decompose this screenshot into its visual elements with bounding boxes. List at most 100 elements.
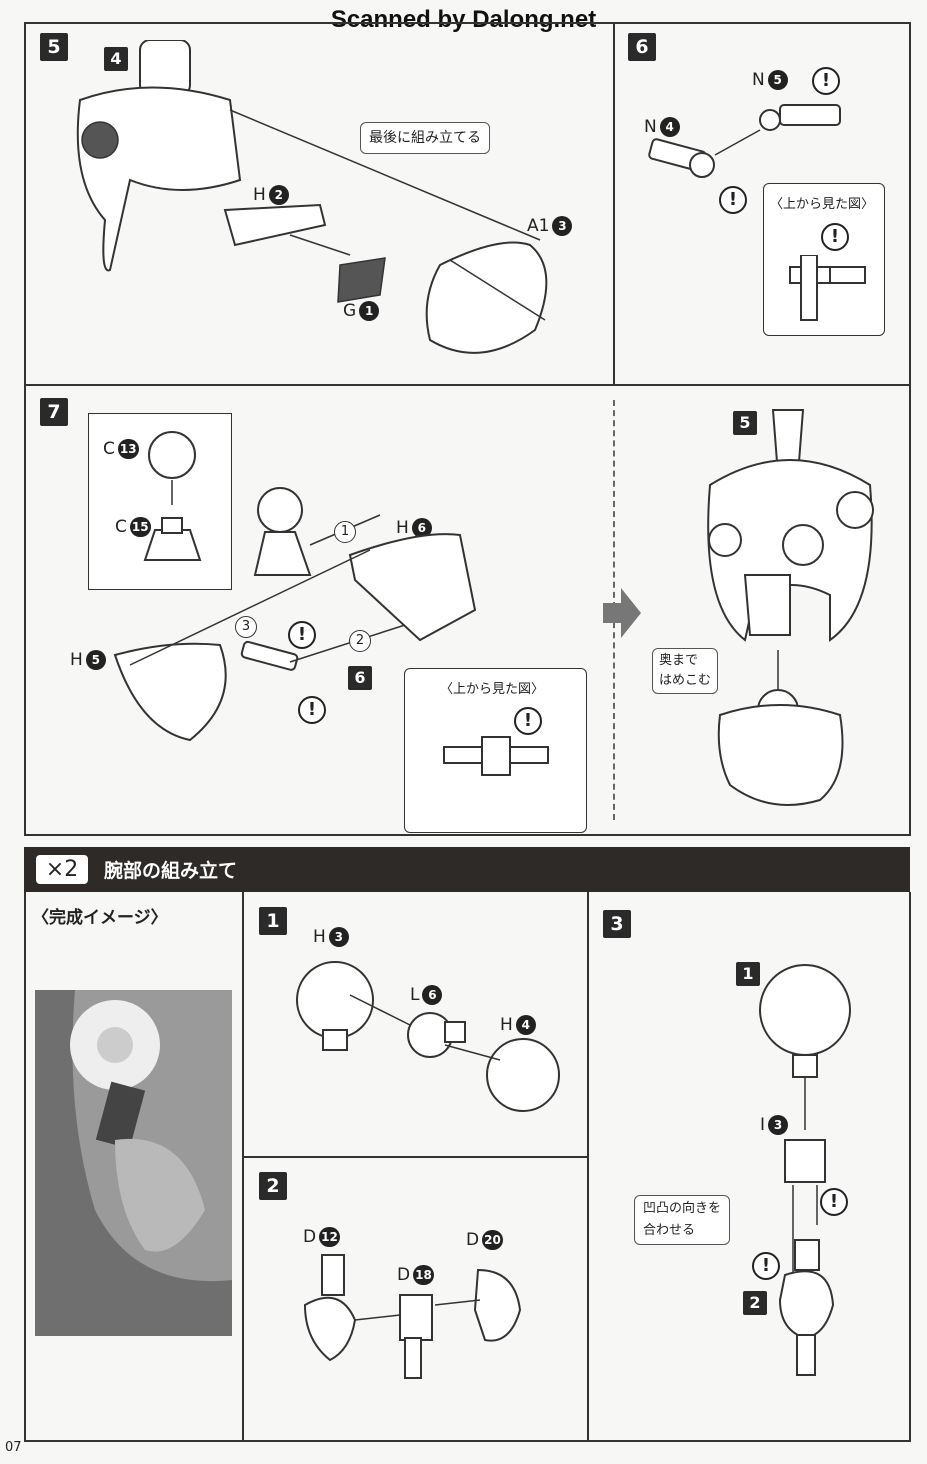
sub-badge-2: 2 (743, 1291, 767, 1315)
divider (613, 22, 615, 386)
warning-icon: ! (820, 1188, 848, 1216)
warning-icon: ! (514, 707, 542, 735)
section-title: 腕部の組み立て (104, 860, 238, 882)
arm-step-1-badge: 1 (259, 907, 287, 935)
step-7-badge: 7 (40, 398, 68, 426)
step-7-diagram (113, 431, 477, 742)
warning-icon: ! (812, 67, 840, 95)
top-view-part (443, 736, 549, 776)
torso-assembly (707, 409, 874, 806)
sub-badge: 4 (104, 47, 128, 71)
warning-icon: ! (288, 621, 316, 649)
part-number: 5 (767, 70, 788, 90)
step-5-badge: 5 (40, 33, 68, 61)
part-letter: H (70, 650, 83, 670)
divider (242, 1156, 589, 1158)
warning-icon: ! (821, 223, 849, 251)
arm-step-2-diagram (303, 1254, 522, 1379)
scan-credit: Scanned by Dalong.net (330, 6, 597, 33)
warning-icon: ! (298, 696, 326, 724)
callout-line: 奥まで (659, 653, 699, 668)
part-letter: A1 (527, 216, 550, 236)
part-letter: H (313, 927, 326, 947)
part-letter: H (396, 518, 409, 538)
callout-push-in: 奥まで はめこむ (652, 648, 719, 694)
arm-step-3-diagram (759, 964, 851, 1376)
warning-icon: ! (752, 1252, 780, 1280)
result-badge: 5 (733, 411, 757, 435)
part-number: 3 (328, 927, 349, 947)
part-letter: C (103, 439, 115, 459)
callout-assemble-last: 最後に組み立てる (360, 122, 490, 154)
multiplier-badge: ×2 (36, 855, 88, 884)
part-letter: D (466, 1230, 480, 1250)
part-number: 4 (659, 117, 680, 137)
part-letter: H (253, 185, 266, 205)
arm-step-2-badge: 2 (259, 1172, 287, 1200)
page-number: 07 (5, 1440, 22, 1455)
section-header: ×2 腕部の組み立て (24, 847, 910, 892)
part-number: 3 (768, 1115, 789, 1135)
middle-row-frame (24, 384, 911, 836)
arm-step-3-badge: 3 (603, 910, 631, 938)
completion-image (35, 990, 232, 1336)
arm-step-1-diagram (296, 961, 560, 1112)
completion-label: 〈完成イメージ〉 (32, 908, 168, 928)
next-arrow (603, 588, 641, 638)
callout-line: はめこむ (659, 673, 712, 688)
part-number: 13 (117, 439, 139, 459)
part-letter: D (397, 1265, 411, 1285)
part-number: 6 (411, 518, 432, 538)
step-6-diagram (648, 104, 841, 178)
part-letter: H (500, 1015, 513, 1035)
part-number: 12 (319, 1227, 340, 1247)
part-letter: G (343, 301, 357, 321)
part-letter: C (115, 517, 127, 537)
part-number: 5 (85, 650, 106, 670)
order-marker-3: 3 (235, 616, 257, 638)
part-number: 4 (515, 1015, 536, 1035)
sub-badge-1: 1 (736, 962, 760, 986)
step-6-badge: 6 (628, 33, 656, 61)
part-letter: I (760, 1115, 766, 1135)
part-number: 3 (552, 216, 573, 236)
top-view-box (763, 183, 885, 336)
divider (587, 892, 589, 1442)
part-letter: L (410, 985, 420, 1005)
warning-icon: ! (719, 186, 747, 214)
callout-line: 合わせる (643, 1223, 696, 1238)
part-number: 20 (482, 1230, 503, 1250)
part-letter: N (752, 70, 765, 90)
divider (242, 892, 244, 1442)
part-number: 18 (413, 1265, 434, 1285)
top-view-title: 〈上から見た図〉 (440, 682, 545, 697)
top-view-title: 〈上から見た図〉 (770, 197, 875, 212)
top-view-part (789, 255, 866, 321)
part-number: 6 (422, 985, 443, 1005)
part-number: 2 (268, 185, 289, 205)
arm-section-frame (24, 892, 911, 1442)
part-number: 1 (359, 301, 380, 321)
part-letter: D (303, 1227, 317, 1247)
callout-align-notches: 凹凸の向きを 合わせる (634, 1195, 731, 1245)
sub-badge: 6 (348, 666, 372, 690)
part-letter: N (644, 117, 657, 137)
step-5-diagram (76, 40, 548, 354)
part-number: 15 (129, 517, 151, 537)
